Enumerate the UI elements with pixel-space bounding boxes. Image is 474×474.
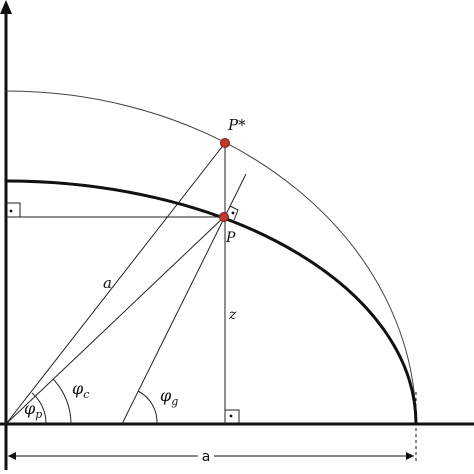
label-phi-g-symbol: φ	[160, 386, 172, 405]
line-origin-to-pstar	[5, 142, 226, 425]
point-p	[219, 212, 229, 222]
a-dimension-arrow-left	[8, 452, 16, 460]
a-dimension-label-bg	[198, 446, 214, 464]
label-phi-g: φg	[160, 386, 178, 408]
label-p-star: P*	[227, 116, 246, 134]
point-p-star	[220, 138, 230, 148]
normal-line	[121, 173, 247, 425]
line-origin-to-p	[5, 216, 225, 425]
a-dimension-arrow-right	[406, 452, 414, 460]
ellipse-arc	[5, 179, 418, 425]
a-dimension-label: a	[202, 449, 211, 465]
right-angle-mark-y-axis	[6, 202, 21, 217]
right-angle-dot-y-axis	[9, 209, 13, 213]
label-phi-c-symbol: φ	[72, 379, 84, 398]
right-angle-dot-x-axis	[229, 414, 233, 418]
angle-arc-phi-c	[52, 378, 72, 425]
right-angle-mark-x-axis	[225, 409, 240, 424]
label-p: P	[225, 230, 236, 246]
label-phi-g-sub: g	[171, 395, 178, 408]
y-axis-arrowhead	[0, 0, 12, 14]
label-phi-c: φc	[72, 379, 89, 401]
right-angle-dot-tangent	[231, 211, 235, 215]
angle-arc-phi-g	[137, 390, 158, 425]
label-phi-c-sub: c	[83, 388, 89, 401]
label-phi-p-sub: p	[35, 408, 42, 421]
label-z: z	[228, 307, 237, 323]
right-angle-mark-tangent	[229, 205, 239, 221]
label-phi-p: φp	[24, 399, 42, 421]
label-a-radius: a	[103, 274, 112, 292]
label-phi-p-symbol: φ	[24, 399, 36, 418]
angle-arc-phi-p	[31, 392, 47, 425]
auxiliary-circle	[5, 90, 417, 425]
